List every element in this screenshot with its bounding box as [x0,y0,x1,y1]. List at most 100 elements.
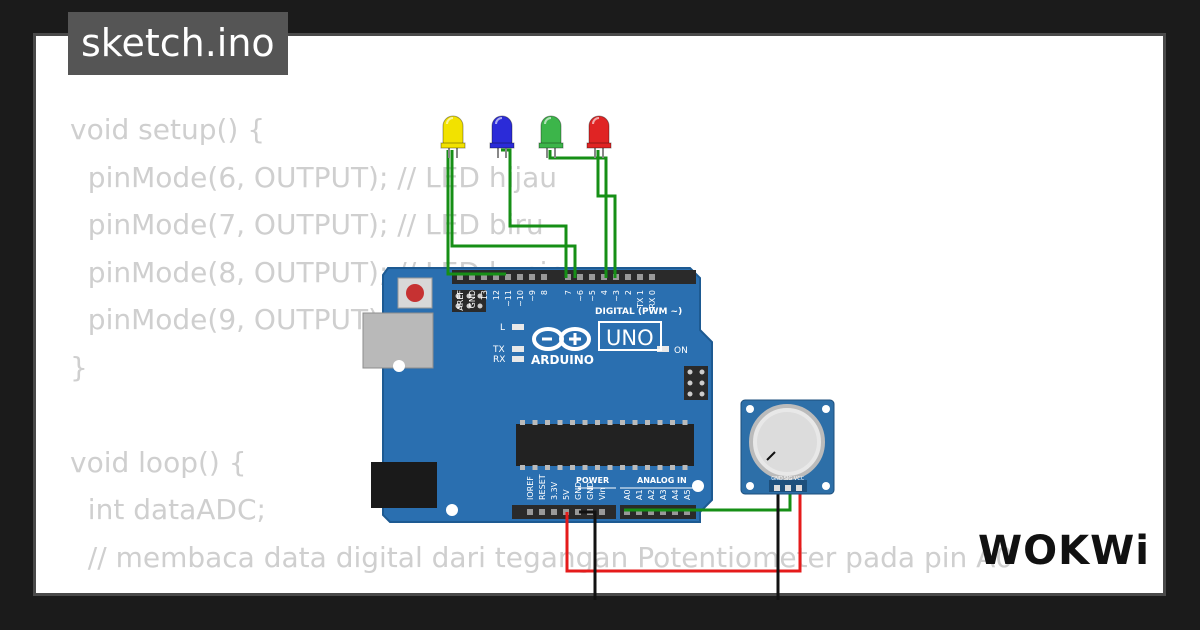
digital-label: DIGITAL (PWM ~) [595,307,682,317]
pot-pin-label: GND [771,476,783,482]
digital-pin[interactable] [469,274,475,280]
power-pin[interactable] [539,509,545,515]
digital-pin-label: ~3 [612,290,621,302]
power-pin-label: IOREF [526,476,535,500]
wire-gnd [579,510,597,600]
rx-label: RX [493,355,505,365]
digital-pin-label: GND [468,290,477,308]
digital-pin[interactable] [457,274,463,280]
usb-port [362,312,434,369]
digital-pin-label: 4 [600,290,609,295]
digital-pin[interactable] [649,274,655,280]
power-pin-label: 3.3V [550,481,559,500]
analog-pin[interactable] [624,509,630,515]
analog-pin-label: A2 [647,489,656,500]
pot-pin[interactable] [774,485,780,491]
power-label: POWER [576,476,609,485]
digital-pin[interactable] [589,274,595,280]
digital-pin-label: ~6 [576,290,585,302]
analog-pin-label: A0 [623,489,632,500]
analog-pin[interactable] [648,509,654,515]
digital-pin-label: TX 1 [636,290,645,309]
analog-pin[interactable] [660,509,666,515]
code-line: pinMode(6, OUTPUT); // LED hijau [70,160,558,194]
digital-pin[interactable] [625,274,631,280]
digital-pin-label: ~9 [528,290,537,302]
digital-pin-label: ~5 [588,290,597,302]
led-yellow[interactable] [440,115,466,158]
wire-gnd-led [446,150,506,276]
power-pin-label: GND [586,482,595,500]
power-jack [371,462,437,508]
digital-pin-label: 2 [624,290,633,295]
analog-pin-label: A1 [635,489,644,500]
digital-pin[interactable] [505,274,511,280]
led-red[interactable] [586,115,612,158]
digital-pin[interactable] [541,274,547,280]
code-line: void setup() { [70,113,266,146]
digital-pin[interactable] [577,274,583,280]
digital-pin-label: AREF [456,290,465,311]
wire-signal [624,490,792,512]
digital-pin[interactable] [517,274,523,280]
wire-green-led [548,150,608,278]
wire-red-led [596,150,617,278]
code-line: dataADC = analogRead(A0); [70,581,1013,593]
analog-pin[interactable] [636,509,642,515]
digital-pin-label: 13 [480,290,489,300]
microcontroller-chip [516,424,694,466]
digital-pin[interactable] [529,274,535,280]
pot-pin-label: VCC [794,476,805,482]
analog-pin-label: A5 [683,489,692,500]
digital-pin[interactable] [481,274,487,280]
analog-pin-label: A3 [659,489,668,500]
wires [446,148,802,600]
pot-pin[interactable] [785,485,791,491]
tx-label: TX [492,345,505,355]
code-line: // membaca data digital dari tegangan Po… [70,540,1014,574]
digital-pin-label: 7 [564,290,573,295]
code-line: int dataADC; [70,493,266,526]
led-green[interactable] [538,115,564,158]
digital-pin-label: RX 0 [648,290,657,309]
code-line: void loop() { [70,445,247,479]
power-pin-label: 5V [562,489,571,500]
knob-indicator [766,451,776,461]
power-pin[interactable] [527,509,533,515]
digital-pin-label: 8 [540,290,549,295]
power-pin-label: GND [574,482,583,500]
code-line: } [70,350,88,384]
analog-pin[interactable] [684,509,690,515]
digital-pin[interactable] [565,274,571,280]
power-pin[interactable] [551,509,557,515]
arduino-logo-icon [532,327,591,351]
pot-pin[interactable] [796,485,802,491]
wire-vcc [565,490,802,573]
digital-pin-label: ~10 [516,290,525,307]
analog-pin[interactable] [672,509,678,515]
wire-yellow-led [450,150,577,278]
wokwi-logo: WOKWi [978,528,1150,574]
digital-pin[interactable] [637,274,643,280]
digital-pin[interactable] [493,274,499,280]
power-pin[interactable] [599,509,605,515]
icsp-side-header [684,366,708,400]
on-label: ON [674,346,688,356]
led-l-label: L [500,323,505,333]
power-pin[interactable] [575,509,581,515]
pot-pin-label: SIG [784,476,793,482]
wire-blue-led [501,148,568,278]
led-blue[interactable] [489,115,515,158]
icsp-header [452,290,486,312]
analog-pin-label: A4 [671,489,680,500]
arduino-logo-text: ARDUINO [531,353,594,367]
digital-pin[interactable] [601,274,607,280]
digital-pin-label: 12 [492,290,501,300]
digital-pin-label: ~11 [504,290,513,307]
power-pin-label: RESET [538,474,547,500]
file-tab[interactable]: sketch.ino [68,12,288,75]
board-model: UNO [606,326,654,350]
